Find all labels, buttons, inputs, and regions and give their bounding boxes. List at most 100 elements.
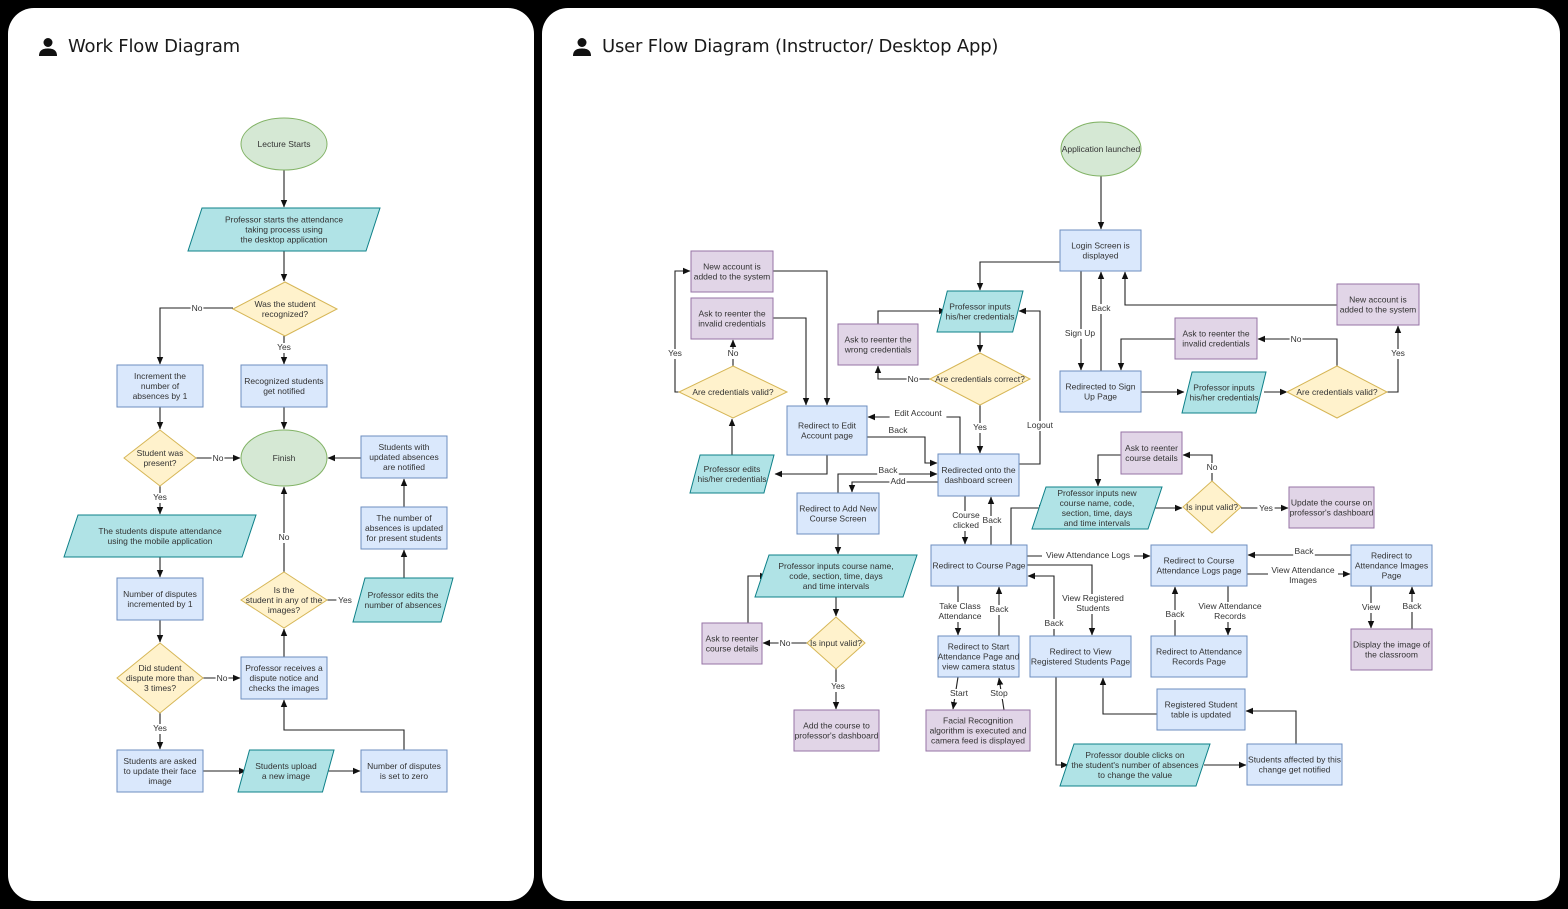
connector-arrow: [1099, 677, 1157, 715]
edge-label: No: [1291, 334, 1302, 344]
connector-arrow: [1117, 338, 1175, 371]
connector-arrow: [747, 572, 768, 623]
edge-label: No: [908, 374, 919, 384]
connector-arrow: [1257, 335, 1338, 366]
node-label: Are credentials valid?: [692, 387, 774, 397]
user-flow-title: User Flow Diagram (Instructor/ Desktop A…: [602, 36, 999, 57]
person-icon: [39, 37, 57, 56]
connector-arrow: [867, 436, 938, 467]
edge-label: Yes: [973, 422, 987, 432]
connector-arrow: [773, 317, 810, 406]
node-prof-inputs-course: Professor inputs course name,code, secti…: [754, 554, 918, 598]
edge-label: Yes: [153, 723, 167, 733]
connector-arrow: [1018, 307, 1041, 465]
user-flow-card: User Flow Diagram (Instructor/ Desktop A…: [542, 8, 1560, 901]
edge-label: Yes: [277, 342, 291, 352]
node-input-valid-q1: Is input valid?: [806, 616, 866, 670]
connector-arrow: [837, 470, 938, 493]
node-app-launched: Application launched: [1060, 121, 1142, 177]
connector-arrow: [774, 455, 828, 478]
edge-label: Stop: [990, 688, 1008, 698]
edge-label: Yes: [338, 595, 352, 605]
connector-arrow: [156, 307, 233, 365]
user-flow-header: User Flow Diagram (Instructor/ Desktop A…: [572, 36, 998, 57]
node-label: Finish: [273, 453, 296, 463]
node-label: Lecture Starts: [258, 139, 311, 149]
edge-label: Start: [950, 688, 969, 698]
edge-label: Back: [879, 465, 899, 475]
edge-label: Yes: [153, 492, 167, 502]
node-label: Application launched: [1062, 144, 1141, 154]
edge-label: Yes: [1259, 503, 1273, 513]
edge-label: Back: [1045, 618, 1065, 628]
connector-arrow: [976, 261, 1060, 291]
edge-label: Yes: [668, 348, 682, 358]
work-flow-title: Work Flow Diagram: [68, 36, 240, 57]
edge-label: No: [728, 348, 739, 358]
edge-label: Back: [983, 515, 1003, 525]
node-valid-q-left: Are credentials valid?: [677, 365, 789, 419]
node-label: Professor inputs course name,code, secti…: [778, 561, 893, 591]
edge-label: Back: [889, 425, 909, 435]
connector-arrow: [1027, 572, 1055, 636]
node-label: Is input valid?: [810, 638, 862, 648]
edge-label: Back: [990, 604, 1010, 614]
edge-label: No: [217, 673, 228, 683]
connector-arrow: [280, 699, 405, 750]
connector-arrow: [1010, 504, 1047, 545]
edge-label: Back: [1295, 546, 1315, 556]
node-label: Redirect to Course Page: [932, 561, 1025, 571]
